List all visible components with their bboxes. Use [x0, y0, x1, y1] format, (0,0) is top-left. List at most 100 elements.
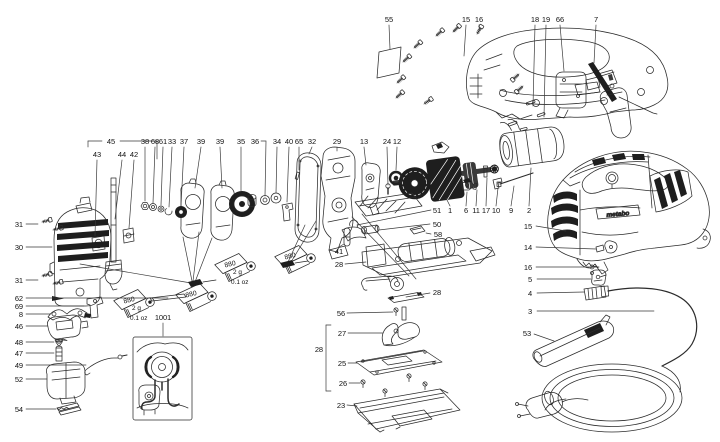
armature-drawing [392, 156, 499, 202]
cable-clamp-drawing [381, 322, 420, 347]
leader-line-41 [338, 243, 345, 248]
callout-label-27: 27 [338, 329, 346, 338]
callout-label-39: 39 [197, 137, 205, 146]
callout-label-49: 49 [15, 361, 23, 370]
callout-label-62: 62 [15, 294, 23, 303]
lifting-mechanism-drawing [320, 146, 423, 260]
callout-label-23: 23 [337, 401, 345, 410]
leader-line-18 [532, 24, 536, 107]
callout-label-36: 36 [251, 137, 259, 146]
callout-label-1001: 1001 [155, 313, 171, 322]
grease-smear [188, 279, 217, 287]
callout-label-5: 5 [528, 275, 532, 284]
balance-plates-drawing [180, 178, 235, 241]
callout-label-10: 10 [492, 206, 500, 215]
leader-line-32 [308, 146, 313, 155]
grease-smear [280, 260, 309, 268]
callout-label-32: 32 [308, 137, 316, 146]
callout-label-44: 44 [118, 150, 126, 159]
callout-label-15: 15 [462, 15, 470, 24]
type-label-sticker [376, 46, 402, 79]
callout-label-42: 42 [130, 150, 138, 159]
callout-label-31: 31 [15, 220, 23, 229]
callout-label-29: 29 [333, 137, 341, 146]
callout-label-51: 51 [433, 206, 441, 215]
grease-qty-grams: 2 g [233, 269, 242, 276]
gasket-plate-drawing [294, 152, 322, 243]
leader-line-37 [180, 146, 185, 207]
callout-label-33: 33 [168, 137, 176, 146]
leader-line-44 [114, 159, 123, 220]
leader-line-33 [168, 146, 173, 208]
leader-line-40 [286, 146, 290, 203]
callout-label-66: 66 [556, 15, 564, 24]
leader-line-12 [395, 146, 398, 171]
callout-label-43: 43 [93, 150, 101, 159]
leader-line-68 [152, 146, 156, 204]
grease-application-lines [79, 213, 417, 284]
callout-label-28: 28 [335, 260, 343, 269]
insulating-plate-drawing [355, 349, 443, 376]
leader-line-61 [160, 146, 164, 206]
switch-drawing [555, 69, 618, 119]
clamp-parts-left [47, 314, 128, 376]
callout-label-17: 17 [482, 206, 490, 215]
leader-line-39 [194, 146, 202, 189]
leader-line-15 [535, 225, 567, 232]
terminal-block-drawing [431, 141, 450, 154]
callout-label-65: 65 [295, 137, 303, 146]
grease-tube-3: 880 2 g0.1 oz [214, 253, 256, 286]
callout-label-53: 53 [523, 329, 531, 338]
callout-label-8: 8 [19, 310, 23, 319]
flat-strip-part [387, 292, 425, 303]
callout-label-48: 48 [15, 338, 23, 347]
guide-shoe-drawing [46, 361, 86, 405]
guide-fence-drawing [588, 62, 658, 139]
housing-screws [394, 22, 546, 132]
callout-label-12: 12 [393, 137, 401, 146]
lever-bracket-parts [47, 296, 104, 321]
counterweight-guide-drawing [361, 162, 381, 216]
callout-label-69: 69 [15, 302, 23, 311]
callout-label-47: 47 [15, 349, 23, 358]
leader-line-17 [485, 177, 488, 207]
callout-label-1: 1 [448, 206, 452, 215]
leader-line-24 [386, 146, 389, 186]
wiring-diagram-box [132, 336, 193, 421]
callout-label-50: 50 [433, 220, 441, 229]
counterbalance-small-parts [343, 219, 426, 247]
callout-label-40: 40 [285, 137, 293, 146]
leader-line-28 [344, 261, 367, 265]
callout-label-30: 30 [15, 243, 23, 252]
brand-logo-text: metabo [606, 210, 630, 219]
callout-label-3: 3 [528, 307, 532, 316]
callout-label-39: 39 [216, 137, 224, 146]
callout-label-11: 11 [472, 206, 480, 215]
callout-label-28: 28 [433, 288, 441, 297]
power-cord-drawing [515, 285, 698, 433]
leader-line-4 [536, 291, 585, 294]
callout-label-2: 2 [527, 206, 531, 215]
saw-blades-drawing [56, 402, 82, 416]
callout-label-31: 31 [15, 276, 23, 285]
flywheel-drawing [229, 191, 255, 217]
grease-tube-2: 880 [175, 279, 217, 312]
callout-label-54: 54 [15, 405, 23, 414]
leader-line-50 [378, 223, 431, 231]
callout-label-15: 15 [524, 222, 532, 231]
leader-line-55 [388, 24, 391, 50]
grease-tube-label: 880 [185, 290, 198, 299]
leader-line-39 [219, 146, 223, 189]
callout-label-9: 9 [509, 206, 513, 215]
callout-label-18: 18 [531, 15, 539, 24]
leader-line-15 [463, 24, 467, 57]
callout-label-38: 38 [141, 137, 149, 146]
blade-clamp-small-parts [589, 240, 618, 286]
grease-tubes-layer: 880 2 g0.1 oz 880 880 2 g0.1 oz 880 [113, 245, 316, 322]
leader-line-23 [346, 404, 358, 407]
callout-label-7: 7 [594, 15, 598, 24]
leader-line-36 [260, 140, 267, 197]
